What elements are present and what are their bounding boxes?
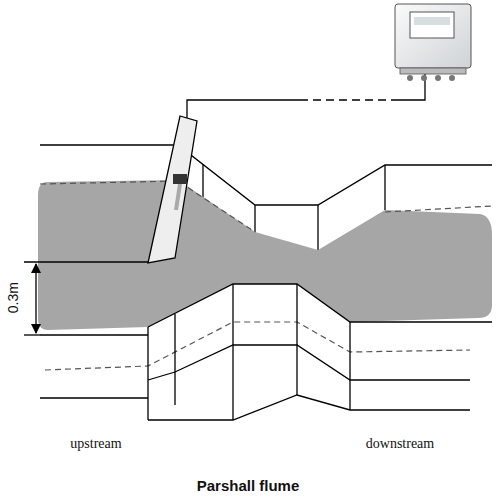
figure-caption: Parshall flume bbox=[197, 478, 300, 495]
sensor-tube bbox=[148, 116, 197, 263]
signal-cable bbox=[187, 74, 425, 118]
dimension-label: 0.3m bbox=[6, 282, 21, 313]
flow-direction-label: upstream bbox=[70, 436, 121, 451]
dimension-line bbox=[24, 262, 148, 335]
water-line bbox=[40, 181, 492, 370]
level-sensor bbox=[173, 174, 187, 184]
front-wall bbox=[40, 284, 492, 420]
water-surface bbox=[38, 180, 492, 330]
flow-meter bbox=[395, 4, 471, 81]
flow-direction-label: downstream bbox=[366, 436, 434, 451]
